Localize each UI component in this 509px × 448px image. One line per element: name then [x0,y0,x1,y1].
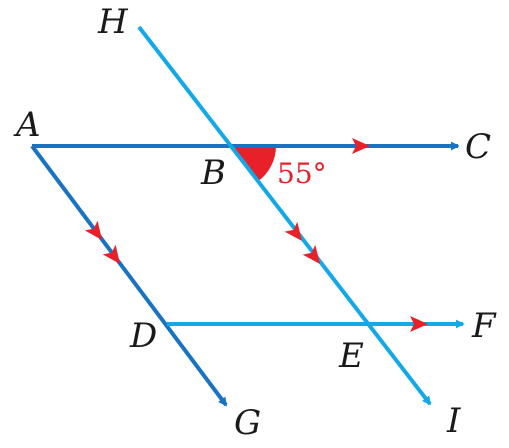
parallel-marker-ac [352,138,370,154]
line-hi [137,25,432,406]
label-c: C [465,127,491,167]
parallel-marker-ag [84,220,120,264]
label-e: E [338,336,364,376]
label-a: A [13,105,41,145]
angle-label: 55° [277,157,327,190]
parallel-marker-df [410,316,428,332]
label-d: D [129,316,157,356]
label-h: H [97,2,129,42]
label-i: I [446,401,461,441]
parallel-marker-hi [284,221,320,264]
label-b: B [200,153,226,193]
ray-ag [30,144,228,407]
label-g: G [234,403,261,443]
angle-sector-b [232,146,276,182]
label-f: F [471,306,497,346]
